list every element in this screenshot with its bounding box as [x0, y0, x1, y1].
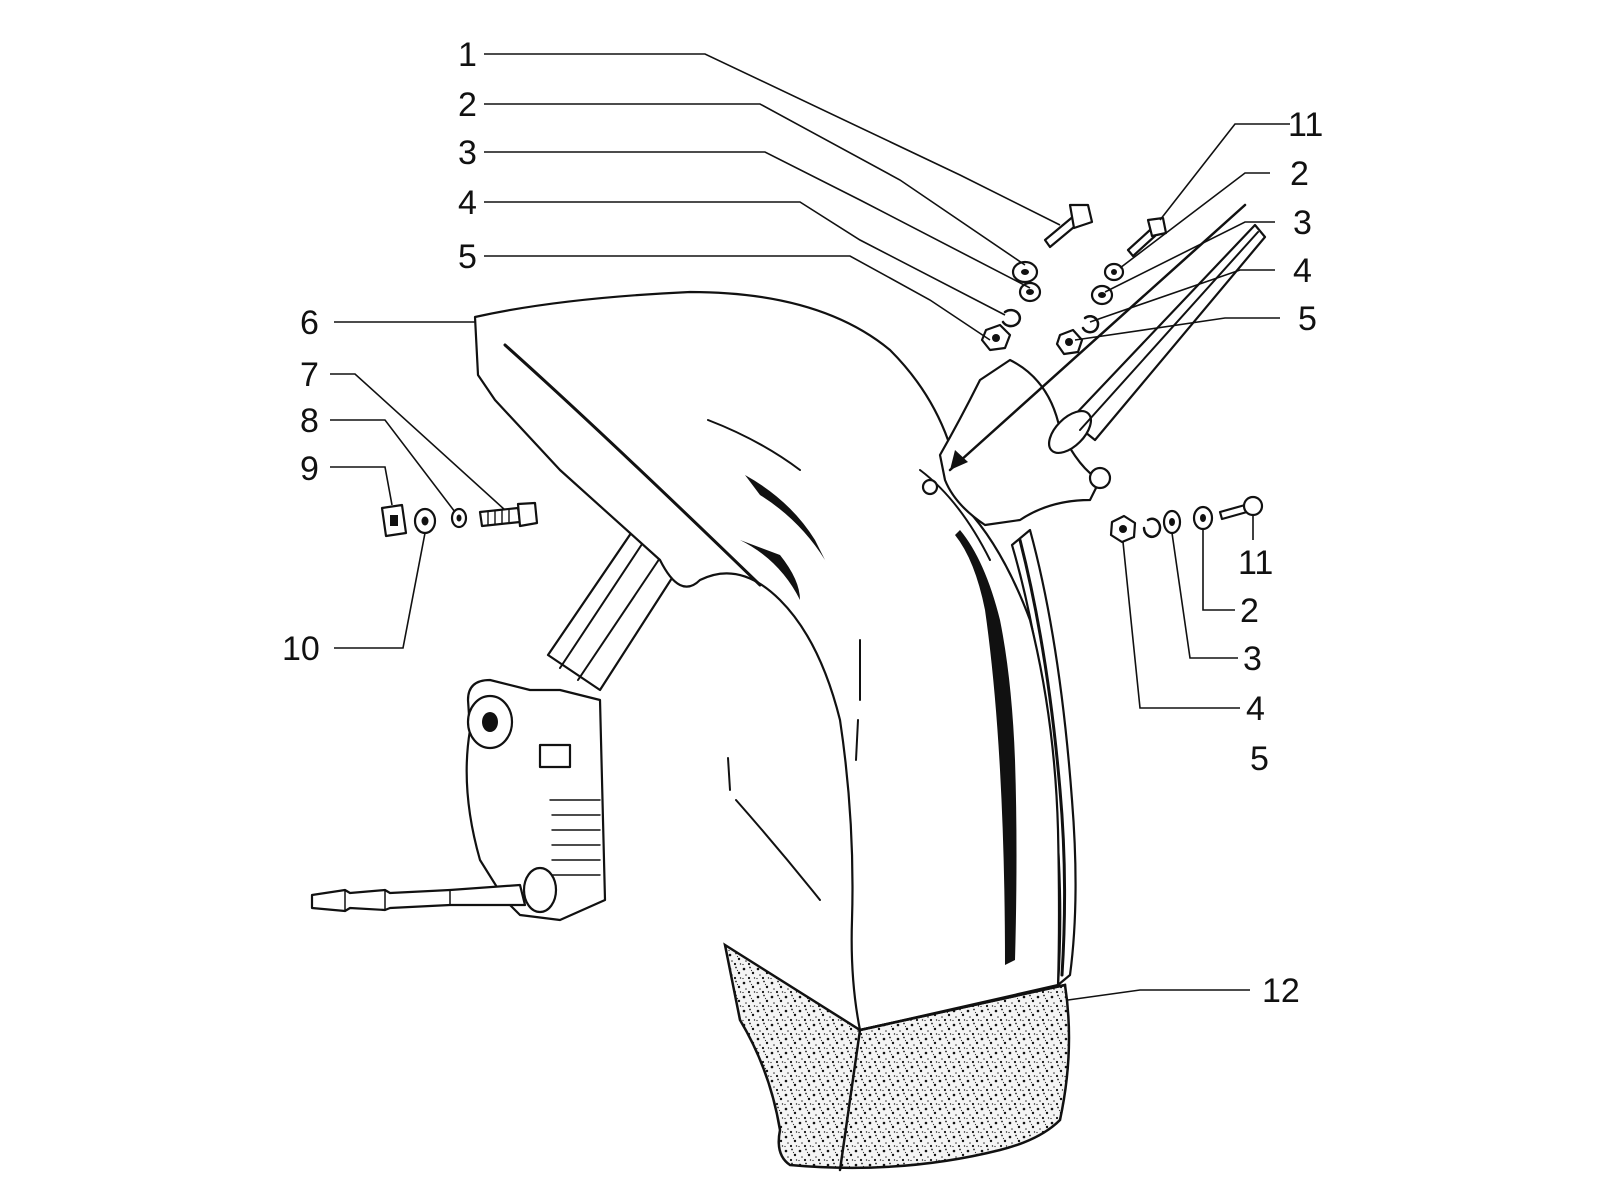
spring-washer-part-4-left	[1001, 308, 1022, 328]
callout-2-left: 2	[458, 86, 477, 124]
callout-4-top-right: 4	[1293, 252, 1312, 290]
callout-2-lower-right: 2	[1240, 592, 1259, 630]
bolt-part-11-top	[1126, 216, 1168, 258]
callout-9: 9	[300, 450, 319, 488]
leader-lines	[330, 53, 1290, 1001]
front-mudguard	[473, 290, 1061, 1032]
washer-part-2-top-right	[1103, 262, 1125, 282]
spring-washer-part-4-right	[1142, 517, 1162, 539]
fork-tube	[938, 223, 1267, 527]
washer-part-2-right	[1192, 505, 1214, 531]
callout-11-top: 11	[1288, 106, 1323, 144]
mud-flap	[723, 942, 1071, 1172]
square-nut-part-9	[380, 503, 408, 538]
spring-washer-part-8	[450, 507, 468, 529]
callout-10: 10	[282, 630, 320, 668]
callout-3-lower-right: 3	[1243, 640, 1262, 678]
washer-part-3-left	[1018, 281, 1042, 303]
callout-11-mid-right: 11	[1238, 544, 1273, 582]
callout-labels: 1 2 3 4 5 6 7 8 9 10 11 2 3 4 5 11 2 3 4…	[282, 36, 1323, 1010]
callout-2-top-right: 2	[1290, 155, 1309, 193]
callout-6: 6	[300, 304, 319, 342]
bolt-part-7	[478, 501, 539, 528]
spring-washer-part-4-top-right	[1081, 315, 1100, 334]
washer-part-3-right	[1162, 509, 1182, 535]
callout-7: 7	[300, 356, 319, 394]
assembly-arrow	[921, 203, 1247, 496]
callout-1: 1	[458, 36, 477, 74]
callout-4-lower-right: 4	[1246, 690, 1265, 728]
callout-5-left: 5	[458, 238, 477, 276]
nut-part-5-top-right	[1055, 328, 1084, 356]
callout-3-top-right: 3	[1293, 204, 1312, 242]
callout-4-left: 4	[458, 184, 477, 222]
wheel-spindle	[310, 883, 527, 913]
bolt-part-1	[1043, 203, 1094, 249]
nut-part-5-right	[1109, 514, 1137, 544]
washer-part-3-top-right	[1090, 284, 1114, 306]
fork-leg	[546, 518, 692, 692]
bolt-part-11-right	[1218, 495, 1264, 521]
callout-5-top-right: 5	[1298, 300, 1317, 338]
swing-arm-bracket	[465, 678, 607, 922]
washer-part-10	[413, 507, 437, 535]
callout-3-left: 3	[458, 134, 477, 172]
nut-part-5-left	[980, 323, 1012, 352]
washer-part-2-left	[1011, 260, 1039, 284]
callout-12: 12	[1262, 972, 1300, 1010]
callout-8: 8	[300, 402, 319, 440]
callout-5-lower-right: 5	[1250, 740, 1269, 778]
